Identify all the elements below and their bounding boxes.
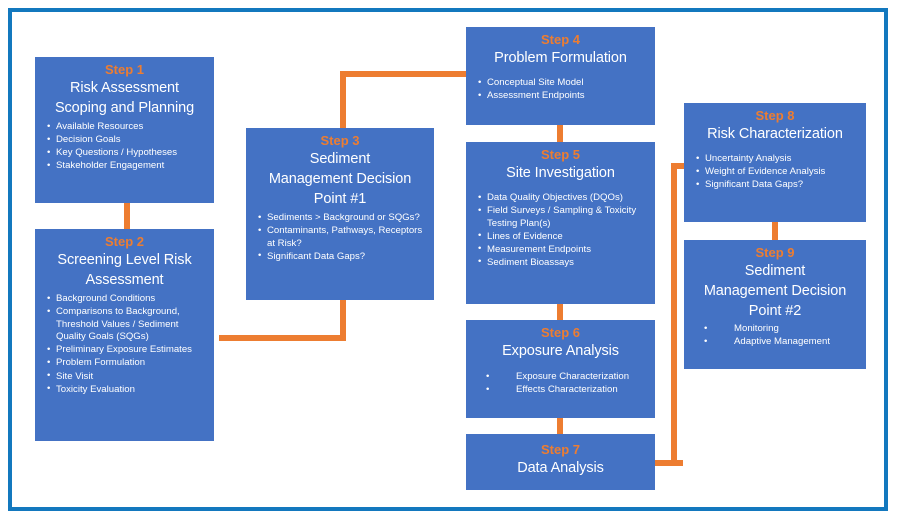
step-label-5: Step 5 <box>540 147 580 162</box>
step-label-1: Step 1 <box>104 62 144 77</box>
step-bullets-8: Uncertainty Analysis Weight of Evidence … <box>690 153 860 192</box>
bullet-item: Key Questions / Hypotheses <box>47 147 208 160</box>
step-box-8[interactable]: Step 8 Risk Characterization Uncertainty… <box>684 103 866 222</box>
bullet-item: Effects Characterization <box>486 384 649 397</box>
step-bullets-1: Available Resources Decision Goals Key Q… <box>41 121 208 173</box>
step-box-9[interactable]: Step 9 Sediment Management Decision Poin… <box>684 240 866 369</box>
connector-step2-step3-horizontal <box>219 335 346 341</box>
step-box-3[interactable]: Step 3 Sediment Management Decision Poin… <box>246 128 434 300</box>
connector-step6-step7 <box>557 418 563 438</box>
step-box-5[interactable]: Step 5 Site Investigation Data Quality O… <box>466 142 655 304</box>
connector-step5-step6 <box>557 304 563 324</box>
bullet-item: Stakeholder Engagement <box>47 160 208 173</box>
bullet-item: Comparisons to Background, Threshold Val… <box>47 306 208 344</box>
connector-step7-step8-horizontal-lower <box>655 460 683 466</box>
bullet-item: Measurement Endpoints <box>478 243 649 257</box>
step-box-7[interactable]: Step 7 Data Analysis <box>466 434 655 490</box>
step-label-6: Step 6 <box>540 325 580 340</box>
step-title-3-line-1: Management Decision <box>268 171 412 187</box>
bullet-item: Exposure Characterization <box>486 371 649 384</box>
bullet-item: Monitoring <box>704 323 860 336</box>
bullet-item: Sediment Bioassays <box>478 256 649 270</box>
step-box-6[interactable]: Step 6 Exposure Analysis Exposure Charac… <box>466 320 655 418</box>
bullet-item: Sediments > Background or SQGs? <box>258 212 428 225</box>
bullet-item: Contaminants, Pathways, Receptors at Ris… <box>258 225 428 250</box>
bullet-item: Weight of Evidence Analysis <box>696 166 860 179</box>
bullet-item: Data Quality Objectives (DQOs) <box>478 192 649 205</box>
step-label-9: Step 9 <box>755 245 795 260</box>
connector-step7-step8-vertical <box>671 163 677 466</box>
bullet-item: Conceptual Site Model <box>478 77 649 90</box>
step-title-2-line-0: Screening Level Risk <box>57 252 192 268</box>
step-title-7-line-0: Data Analysis <box>517 460 604 476</box>
connector-step8-step9 <box>772 221 778 241</box>
step-box-4[interactable]: Step 4 Problem Formulation Conceptual Si… <box>466 27 655 125</box>
connector-step2-step3-vertical <box>340 296 346 341</box>
step-box-2[interactable]: Step 2 Screening Level Risk Assessment B… <box>35 229 214 441</box>
step-title-9-line-0: Sediment <box>744 263 806 279</box>
step-bullets-5: Data Quality Objectives (DQOs) Field Sur… <box>472 192 649 270</box>
step-bullets-6: Exposure Characterization Effects Charac… <box>472 371 649 397</box>
step-title-3-line-2: Point #1 <box>313 191 367 207</box>
step-label-2: Step 2 <box>104 234 144 249</box>
bullet-item: Preliminary Exposure Estimates <box>47 344 208 357</box>
step-label-8: Step 8 <box>755 108 795 123</box>
bullet-item: Assessment Endpoints <box>478 90 649 103</box>
connector-step1-step2 <box>124 202 130 230</box>
step-title-6-line-0: Exposure Analysis <box>502 343 619 359</box>
step-bullets-2: Background Conditions Comparisons to Bac… <box>41 293 208 396</box>
bullet-item: Lines of Evidence <box>478 230 649 244</box>
bullet-item: Uncertainty Analysis <box>696 153 860 166</box>
bullet-item: Toxicity Evaluation <box>47 383 208 397</box>
bullet-item: Decision Goals <box>47 134 208 147</box>
step-bullets-4: Conceptual Site Model Assessment Endpoin… <box>472 77 649 103</box>
connector-step4-step5 <box>557 124 563 143</box>
bullet-item: Available Resources <box>47 121 208 134</box>
step-title-5-line-0: Site Investigation <box>506 165 615 181</box>
connector-step7-step8-horizontal-upper <box>671 163 691 169</box>
bullet-item: Site Visit <box>47 370 208 384</box>
connector-step3-step4-vertical <box>340 71 346 129</box>
step-title-9-line-1: Management Decision <box>703 283 847 299</box>
step-label-7: Step 7 <box>540 442 580 457</box>
bullet-item: Adaptive Management <box>704 336 860 349</box>
step-box-1[interactable]: Step 1 Risk Assessment Scoping and Plann… <box>35 57 214 203</box>
bullet-item: Background Conditions <box>47 293 208 306</box>
bullet-item: Significant Data Gaps? <box>258 250 428 264</box>
bullet-item: Field Surveys / Sampling & Toxicity Test… <box>478 205 649 230</box>
step-bullets-9: Monitoring Adaptive Management <box>690 323 860 349</box>
step-title-8-line-0: Risk Characterization <box>707 126 843 142</box>
step-title-9-line-2: Point #2 <box>748 303 802 319</box>
bullet-item: Problem Formulation <box>47 357 208 370</box>
step-title-4-line-0: Problem Formulation <box>494 50 627 66</box>
bullet-item: Significant Data Gaps? <box>696 179 860 192</box>
step-label-4: Step 4 <box>540 32 580 47</box>
step-title-1-line-1: Scoping and Planning <box>54 100 195 116</box>
step-label-3: Step 3 <box>320 133 360 148</box>
connector-step3-step4-horizontal <box>340 71 468 77</box>
step-title-2-line-1: Assessment <box>85 272 164 288</box>
step-title-1-line-0: Risk Assessment <box>70 80 179 96</box>
step-title-3-line-0: Sediment <box>309 151 371 167</box>
step-bullets-3: Sediments > Background or SQGs? Contamin… <box>252 212 428 263</box>
